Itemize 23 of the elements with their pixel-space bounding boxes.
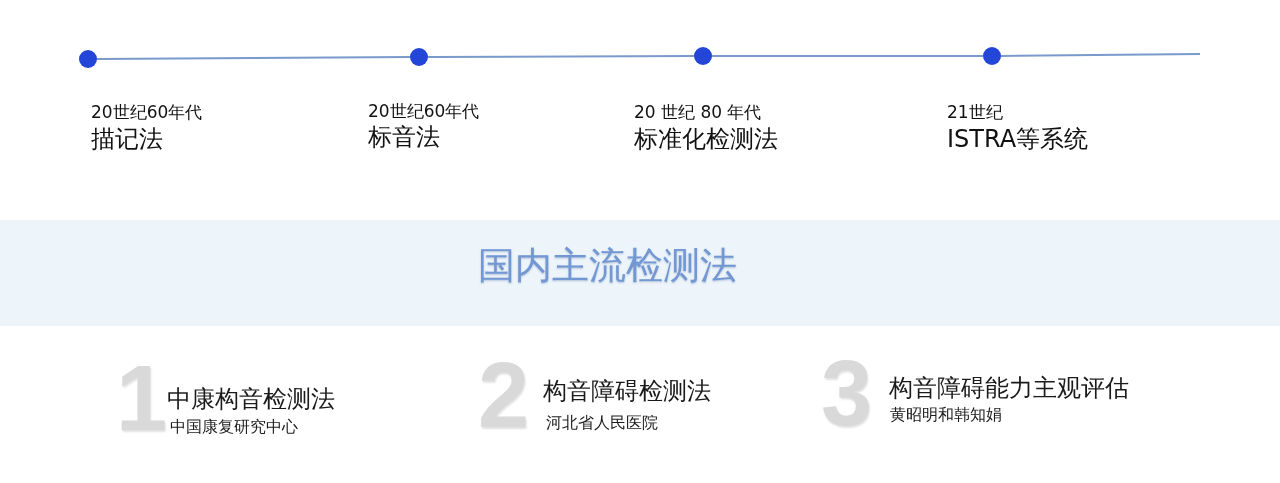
timeline-line — [96, 56, 411, 60]
method-title: 中康构音检测法 — [167, 385, 335, 414]
timeline-dot — [983, 47, 1001, 65]
timeline-dot — [79, 50, 97, 68]
method-title: 构音障碍能力主观评估 — [889, 374, 1129, 403]
timeline-line — [711, 55, 984, 57]
method-label: ISTRA等系统 — [947, 125, 1089, 154]
date-label: 20世纪60年代 — [91, 102, 203, 123]
timeline-dot — [694, 47, 712, 65]
institution-label: 中国康复研究中心 — [170, 417, 298, 437]
section-title: 国内主流检测法 — [478, 244, 737, 289]
institution-label: 黄昭明和韩知娟 — [890, 405, 1002, 425]
date-label: 21世纪 — [947, 102, 1003, 123]
method-label: 标音法 — [368, 123, 440, 152]
timeline-line — [1000, 53, 1201, 57]
date-label: 20 世纪 80 年代 — [634, 102, 762, 123]
timeline-line — [427, 55, 695, 58]
method-label: 描记法 — [91, 125, 163, 154]
date-label: 20世纪60年代 — [368, 101, 480, 122]
method-label: 标准化检测法 — [634, 125, 778, 154]
institution-label: 河北省人民医院 — [546, 413, 658, 433]
method-title: 构音障碍检测法 — [543, 377, 711, 406]
timeline-dot — [410, 48, 428, 66]
